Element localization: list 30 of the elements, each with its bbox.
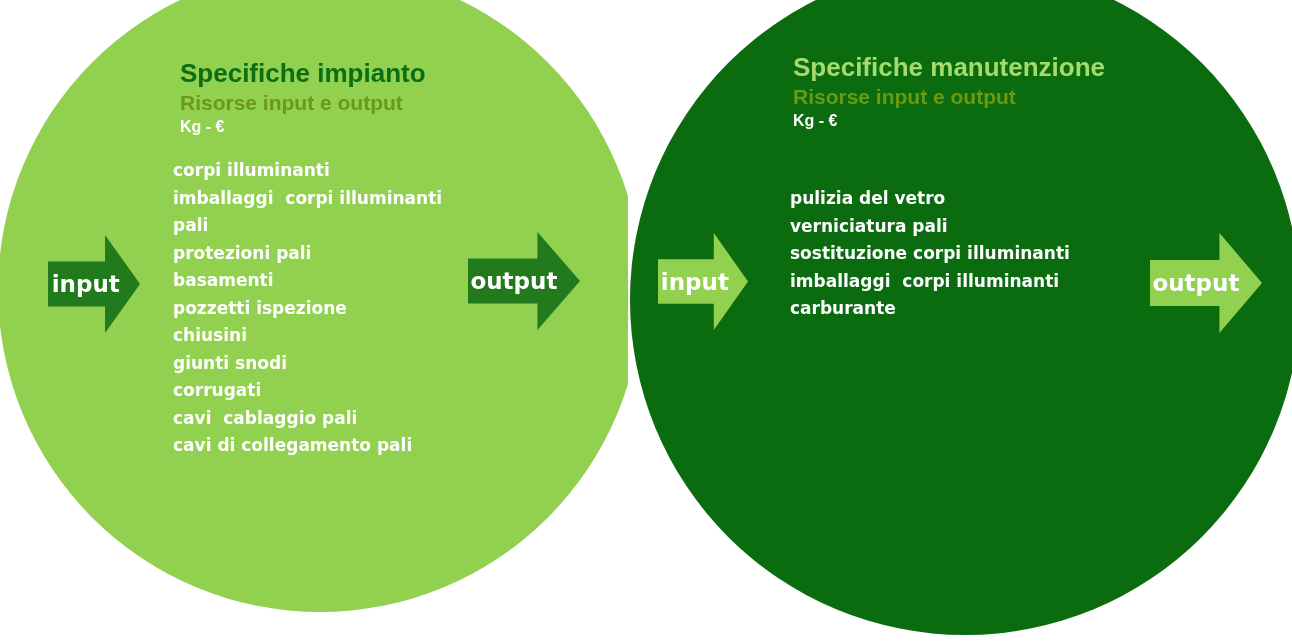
- arrow-label: output: [1151, 269, 1241, 298]
- block-arrow: [658, 233, 748, 330]
- list-item: corpi illuminanti: [173, 160, 330, 180]
- list-item: sostituzione corpi illuminanti: [790, 243, 1070, 263]
- list-item: cavi cablaggio pali: [173, 407, 358, 428]
- arrow-label: input: [50, 270, 121, 299]
- list-item: chiusini: [173, 325, 247, 345]
- list-item: imballaggi corpi illuminanti: [173, 187, 443, 208]
- list-item: carburante: [790, 298, 896, 318]
- arrow-label: output: [469, 267, 559, 296]
- list-item: basamenti: [173, 270, 274, 290]
- unit-label: Kg - €: [793, 112, 838, 130]
- subheading: Risorse input e output: [180, 91, 403, 115]
- list-item: pulizia del vetro: [790, 188, 946, 208]
- heading: Specifiche impianto: [180, 58, 426, 89]
- list-item: cavi di collegamento pali: [173, 435, 413, 455]
- list-item: verniciatura pali: [790, 215, 948, 236]
- list-item: imballaggi corpi illuminanti: [790, 270, 1060, 291]
- subheading: Risorse input e output: [793, 85, 1016, 109]
- list-item: pali: [173, 215, 209, 235]
- unit-label: Kg - €: [180, 118, 225, 136]
- block-arrow: [1150, 233, 1262, 333]
- list-item: corrugati: [173, 380, 262, 400]
- block-arrow: [48, 235, 140, 333]
- list-item: protezioni pali: [173, 242, 312, 263]
- arrow-label: input: [659, 267, 730, 297]
- list-item: giunti snodi: [173, 352, 287, 373]
- block-arrow: [468, 232, 580, 330]
- heading: Specifiche manutenzione: [793, 52, 1106, 83]
- list-item: pozzetti ispezione: [173, 297, 347, 318]
